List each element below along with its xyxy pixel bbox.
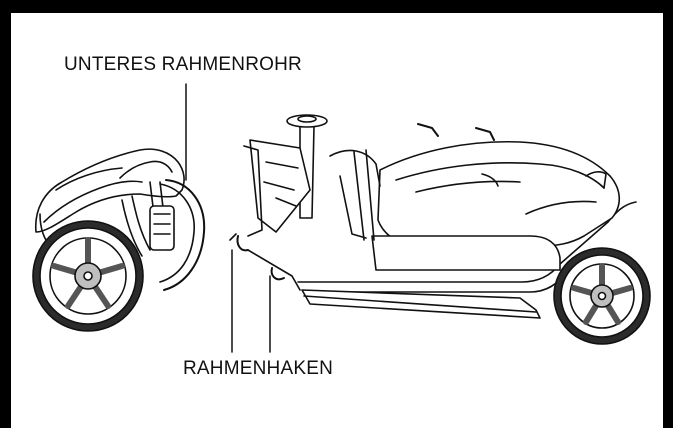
- lower-frame-tube-label: UNTERES RAHMENROHR: [64, 54, 302, 75]
- front-wheel-right: [553, 247, 651, 345]
- frame-hooks-label: RAHMENHAKEN: [183, 358, 333, 379]
- rear-section: [32, 83, 206, 332]
- front-section: [229, 114, 651, 353]
- rear-wheel-left: [32, 220, 144, 332]
